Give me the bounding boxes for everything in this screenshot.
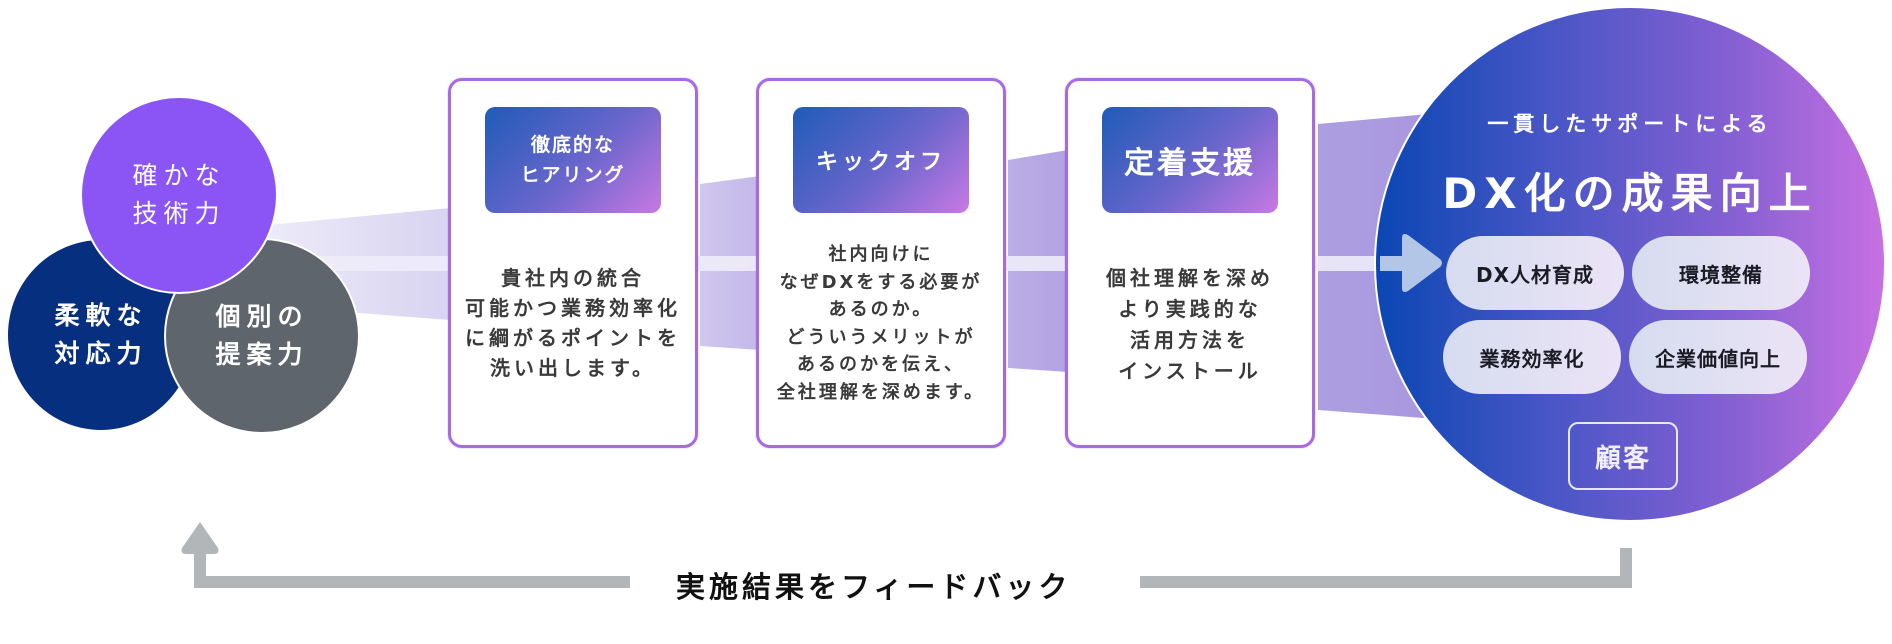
step-title: キックオフ	[815, 150, 946, 175]
step-title-badge: キックオフ	[793, 107, 969, 213]
step-card-kickoff: キックオフ 社内向けに なぜDXをする必要が あるのか。 どういうメリットが あ…	[756, 78, 1006, 448]
feedback-arrow-line-left	[194, 545, 630, 588]
outcome-circle: 一貫したサポートによる DX化の成果向上 DX人材育成 環境整備 業務効率化 企…	[1374, 6, 1886, 522]
feedback-label: 実施結果をフィードバック	[676, 570, 1072, 604]
step-card-hearing: 徹底的な ヒアリング 貴社内の統合 可能かつ業務効率化 に綱がるポイントを 洗い…	[448, 78, 698, 448]
step-title-badge: 定着支援	[1102, 107, 1278, 213]
outcome-item-dx-talent: DX人材育成	[1446, 236, 1624, 310]
step-title: 徹底的な ヒアリング	[520, 134, 626, 186]
step-description: 個社理解を深め より実践的な 活用方法を インストール	[1106, 266, 1274, 383]
outcome-item-corporate-value: 企業価値向上	[1629, 320, 1807, 394]
strength-label: 柔軟な 対応力	[54, 301, 148, 368]
step-card-support: 定着支援 個社理解を深め より実践的な 活用方法を インストール	[1065, 78, 1315, 448]
feedback-arrow-head-icon	[181, 522, 219, 554]
feedback-arrow-line-right	[1140, 548, 1632, 588]
step-title-badge: 徹底的な ヒアリング	[485, 107, 661, 213]
outcome-title: DX化の成果向上	[1442, 169, 1818, 218]
outcome-item-efficiency: 業務効率化	[1443, 320, 1621, 394]
customer-label: 顧客	[1568, 422, 1678, 490]
step-title: 定着支援	[1124, 146, 1256, 181]
strength-label: 個別の 提案力	[215, 302, 309, 369]
step-description: 社内向けに なぜDXをする必要が あるのか。 どういうメリットが あるのかを伝え…	[776, 244, 986, 403]
strength-label: 確かな 技術力	[132, 161, 226, 228]
arrow-right-icon	[1380, 234, 1442, 292]
step-description: 貴社内の統合 可能かつ業務効率化 に綱がるポイントを 洗い出します。	[465, 266, 681, 380]
outcome-item-environment: 環境整備	[1632, 236, 1810, 310]
strength-technical: 確かな 技術力	[80, 96, 278, 294]
outcome-subtitle: 一貫したサポートによる	[1487, 112, 1773, 136]
